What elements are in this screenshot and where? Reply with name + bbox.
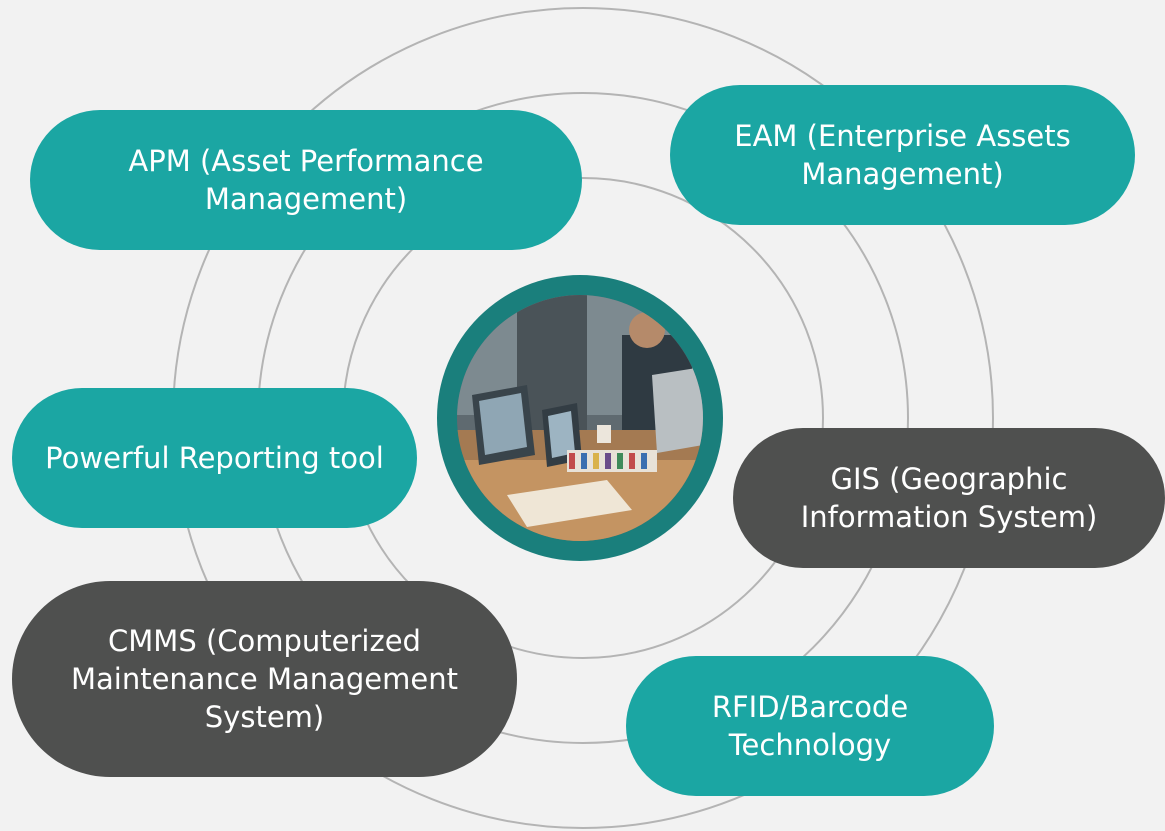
apm-label: APM (Asset Performance Management) <box>128 144 484 216</box>
rfid-barcode-label: RFID/Barcode Technology <box>711 690 909 762</box>
apm-node: APM (Asset Performance Management) <box>30 110 582 250</box>
eam-label: EAM (Enterprise Assets Management) <box>734 119 1071 191</box>
reporting-tool-node: Powerful Reporting tool <box>12 388 417 528</box>
eam-node: EAM (Enterprise Assets Management) <box>670 85 1135 225</box>
rfid-barcode-node: RFID/Barcode Technology <box>626 656 994 796</box>
reporting-tool-label: Powerful Reporting tool <box>45 441 384 475</box>
office-meeting-photo <box>457 295 703 541</box>
cmms-label: CMMS (Computerized Maintenance Managemen… <box>70 624 458 734</box>
gis-node: GIS (Geographic Information System) <box>733 428 1165 568</box>
cmms-node: CMMS (Computerized Maintenance Managemen… <box>12 581 517 777</box>
gis-label: GIS (Geographic Information System) <box>800 462 1098 534</box>
